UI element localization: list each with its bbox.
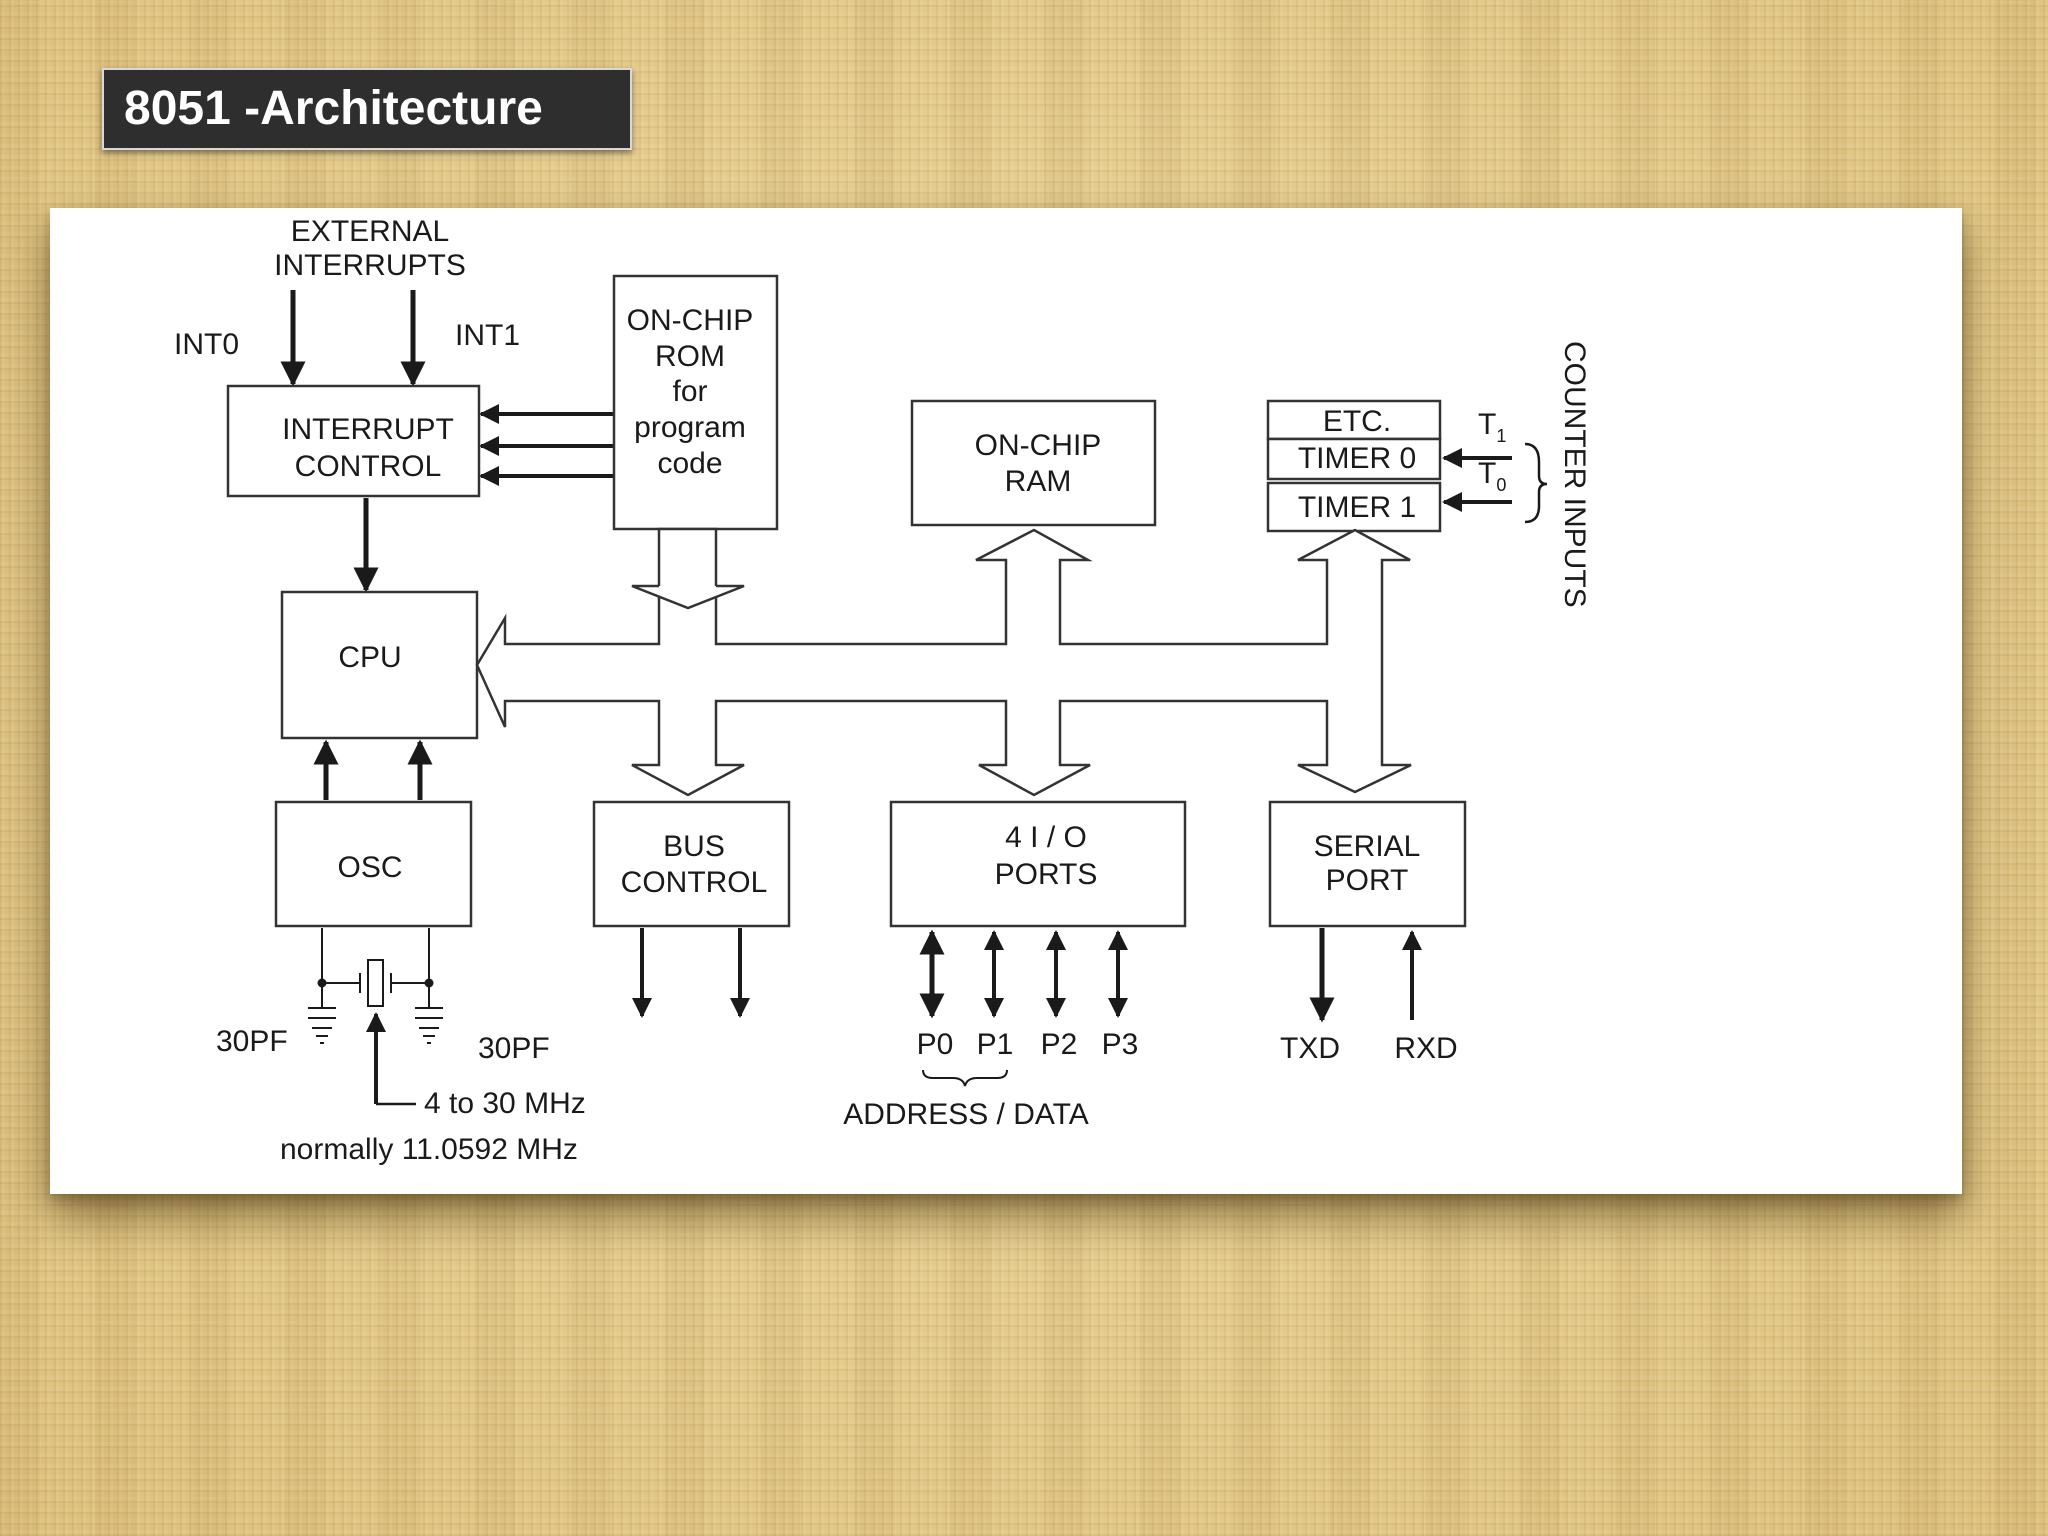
p2-label: P2: [1041, 1028, 1078, 1061]
interrupt-control-label-1: INTERRUPT: [282, 413, 454, 446]
osc-label: OSC: [337, 851, 402, 884]
txd-label: TXD: [1280, 1032, 1340, 1065]
external-interrupts-label-2: INTERRUPTS: [274, 249, 466, 282]
ram-label-2: RAM: [1005, 465, 1072, 498]
capacitor-right-icon: [415, 1007, 443, 1044]
t0-label: T0: [1478, 457, 1506, 495]
cpu-box: [280, 590, 479, 740]
interrupt-control-box: [226, 384, 481, 498]
external-interrupts-label-1: EXTERNAL: [291, 215, 449, 248]
slide-title: 8051 -Architecture: [124, 82, 543, 135]
t0-subscript: 0: [1496, 475, 1506, 495]
bus-control-label-2: CONTROL: [621, 866, 768, 899]
diagram-panel: EXTERNAL INTERRUPTS INT0 INT1 INTERRUPT …: [50, 208, 1962, 1194]
timer-etc-box: [1266, 399, 1442, 441]
osc-box: [274, 800, 473, 928]
p3-label: P3: [1102, 1028, 1139, 1061]
interrupt-control-label-2: CONTROL: [295, 450, 442, 483]
timer-etc-label: ETC.: [1323, 405, 1391, 438]
address-data-label: ADDRESS / DATA: [843, 1098, 1089, 1131]
rom-bus-arrowhead: [631, 584, 745, 610]
architecture-diagram: EXTERNAL INTERRUPTS INT0 INT1 INTERRUPT …: [174, 215, 1591, 1166]
internal-bus: [475, 527, 1412, 797]
p1-label: P1: [977, 1028, 1014, 1061]
rxd-label: RXD: [1394, 1032, 1457, 1065]
crystal-circuit: [308, 928, 443, 1044]
p0-label: P0: [917, 1028, 954, 1061]
bus-outline: [475, 527, 1412, 797]
rom-label-2: ROM: [655, 340, 725, 373]
address-data-brace: [922, 1069, 1008, 1087]
counter-inputs-label: COUNTER INPUTS: [1558, 341, 1591, 608]
io-ports-box: [889, 800, 1187, 928]
int0-label: INT0: [174, 328, 239, 361]
bus-control-box: [592, 800, 791, 928]
rom-label-4: program: [634, 411, 746, 444]
on-chip-ram-box: [910, 399, 1157, 527]
timer0-label: TIMER 0: [1298, 442, 1416, 475]
cap-left-label: 30PF: [216, 1025, 288, 1058]
rom-label-1: ON-CHIP: [627, 304, 754, 337]
t1-subscript: 1: [1496, 426, 1506, 446]
counter-inputs-brace: [1524, 442, 1548, 524]
freq-normal-label: normally 11.0592 MHz: [280, 1133, 578, 1166]
rom-label-5: code: [657, 447, 722, 480]
ram-label-1: ON-CHIP: [975, 429, 1102, 462]
serial-port-label-2: PORT: [1326, 864, 1409, 897]
t1-letter: T: [1478, 408, 1496, 441]
slide-title-box: 8051 -Architecture: [102, 68, 632, 150]
cap-right-label: 30PF: [478, 1032, 550, 1065]
serial-port-box: [1268, 800, 1467, 928]
freq-range-label: 4 to 30 MHz: [424, 1087, 586, 1120]
rom-label-3: for: [672, 375, 707, 408]
timer1-label: TIMER 1: [1298, 491, 1416, 524]
t0-letter: T: [1478, 457, 1496, 490]
int1-label: INT1: [455, 319, 520, 352]
io-ports-label-1: 4 I / O: [1005, 821, 1087, 854]
bus-control-label-1: BUS: [663, 830, 725, 863]
crystal-icon: [367, 959, 384, 1007]
serial-port-label-1: SERIAL: [1314, 830, 1421, 863]
t1-label: T1: [1478, 408, 1506, 446]
timer1-box: [1266, 481, 1442, 533]
timer0-box: [1266, 437, 1442, 481]
capacitor-left-icon: [308, 1007, 336, 1044]
cpu-label: CPU: [338, 641, 401, 674]
io-ports-label-2: PORTS: [995, 858, 1098, 891]
